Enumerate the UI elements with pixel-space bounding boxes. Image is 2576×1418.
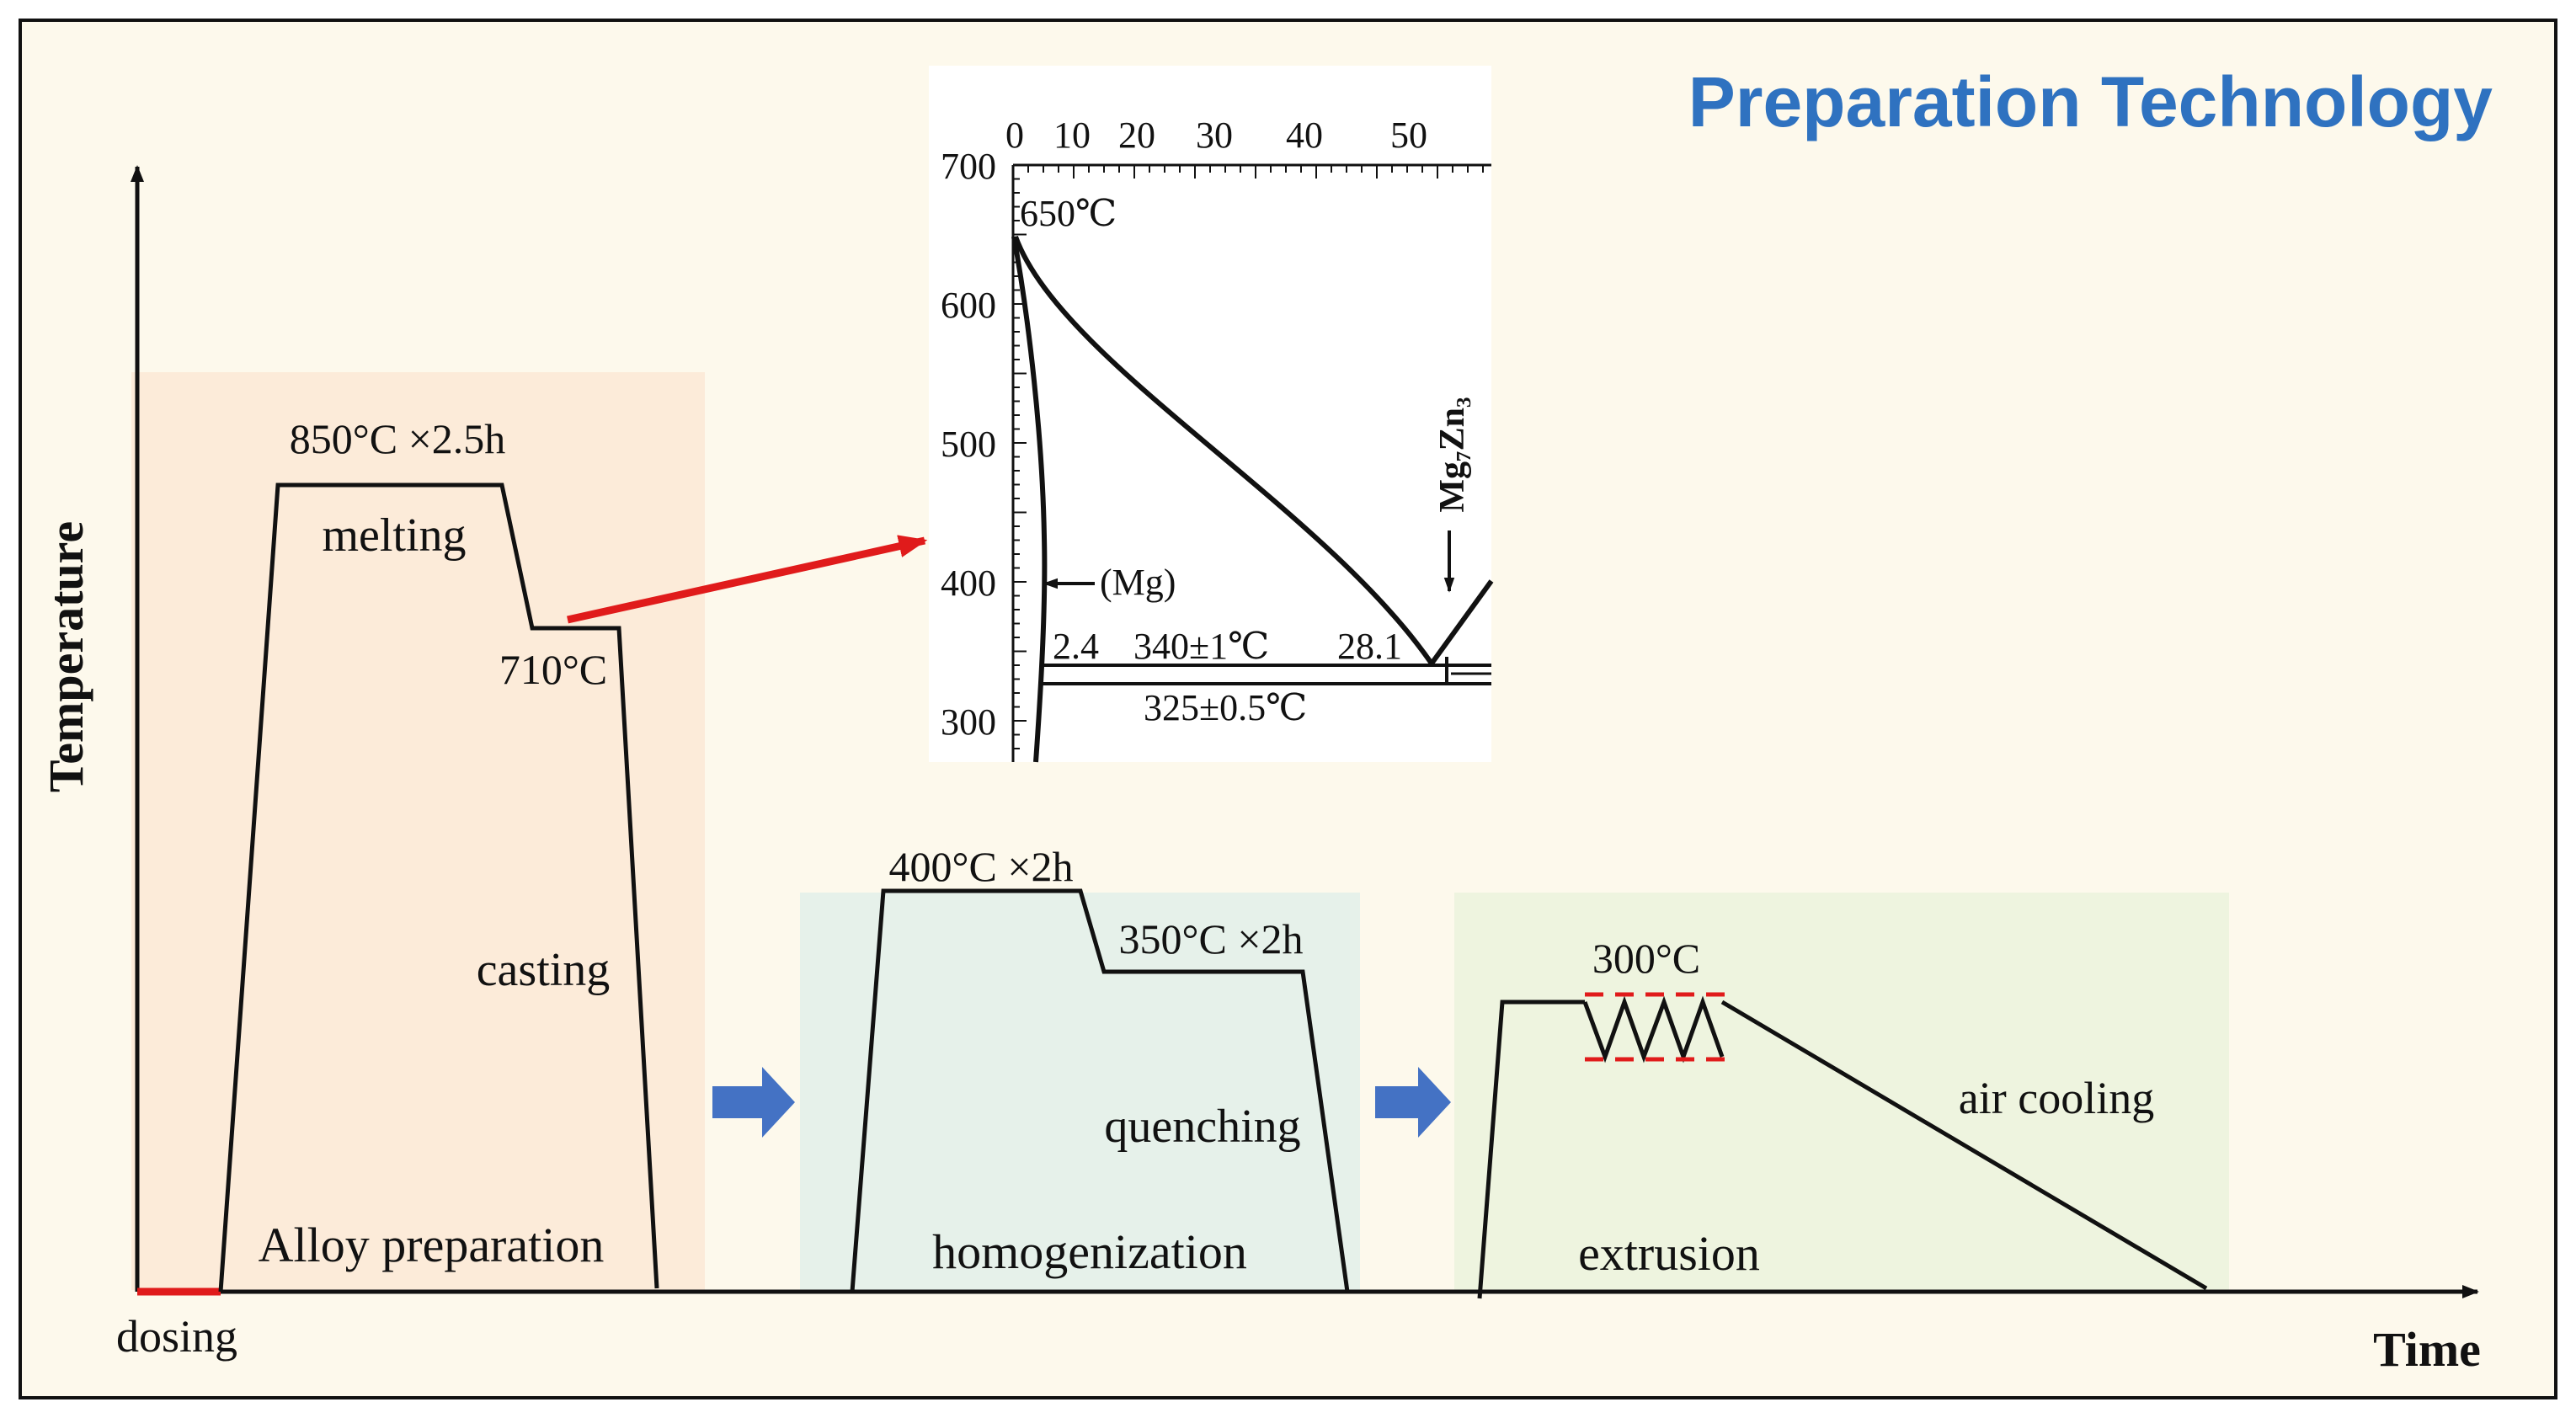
pd-x-tick-50: 50 (1390, 115, 1427, 156)
pd-x-tick-0: 0 (1005, 115, 1024, 156)
pd-y-tick-600: 600 (941, 285, 996, 326)
page-title: Preparation Technology (1688, 62, 2493, 141)
pd-x-tick-30: 30 (1196, 115, 1233, 156)
air-cooling-label: air cooling (1959, 1073, 2154, 1123)
solidus-line (1011, 236, 1048, 763)
pd-eutectic-temp: 340±1℃ (1133, 626, 1269, 667)
pd-lower-temp: 325±0.5℃ (1144, 687, 1307, 728)
flow-arrow-2 (1375, 1067, 1451, 1138)
pd-y-tick-400: 400 (941, 562, 996, 604)
zoom-arrow (567, 535, 928, 624)
extrusion-stage-name: extrusion (1578, 1226, 1760, 1281)
liquidus-right-line (1429, 579, 1494, 665)
x-axis-label: Time (2373, 1322, 2481, 1377)
pd-solubility: 2.4 (1053, 626, 1099, 667)
alloy-stage-name: Alloy preparation (259, 1218, 605, 1272)
pd-x-tick-20: 20 (1118, 115, 1155, 156)
pd-x-tick-40: 40 (1286, 115, 1323, 156)
air-cooling-line (1720, 1000, 2208, 1291)
flow-arrow-1 (712, 1067, 795, 1138)
homogenization-temperature-curve (850, 888, 1350, 1293)
liquidus-line (1013, 235, 1434, 665)
pd-melting-point: 650℃ (1020, 193, 1117, 234)
quenching-label: quenching (1104, 1101, 1300, 1153)
phase-diagram: 0 10 20 30 40 50 700 600 500 400 300 650… (929, 66, 1494, 763)
homog-step2: 350°C ×2h (1118, 915, 1303, 962)
extrusion-heating-curve (1477, 1000, 1585, 1299)
pd-y-tick-500: 500 (941, 424, 996, 465)
homogenization-zone (800, 893, 1360, 1291)
melting-label: melting (322, 509, 466, 562)
pd-compound-label: Mg₇Zn₃ (1433, 397, 1472, 512)
casting-temp: 710°C (499, 646, 607, 693)
dosing-label: dosing (116, 1311, 237, 1362)
y-axis-label: Temperature (39, 521, 93, 792)
pd-x-tick-10: 10 (1053, 115, 1091, 156)
homog-step1: 400°C ×2h (888, 843, 1073, 890)
alloy-temperature-curve (218, 482, 659, 1293)
pd-y-tick-700: 700 (941, 146, 996, 187)
pd-mg-phase: (Mg) (1100, 562, 1176, 603)
pd-y-tick-300: 300 (941, 701, 996, 743)
extrusion-temp: 300°C (1592, 935, 1700, 982)
extrusion-deformation-zigzag (1582, 995, 1725, 1064)
alloy-zone (131, 372, 705, 1290)
pd-eutectic-composition: 28.1 (1337, 626, 1402, 667)
casting-label: casting (477, 944, 611, 996)
melting-condition: 850°C ×2.5h (290, 415, 506, 462)
phase-diagram-background (929, 66, 1491, 762)
homogenization-stage-name: homogenization (932, 1224, 1247, 1279)
